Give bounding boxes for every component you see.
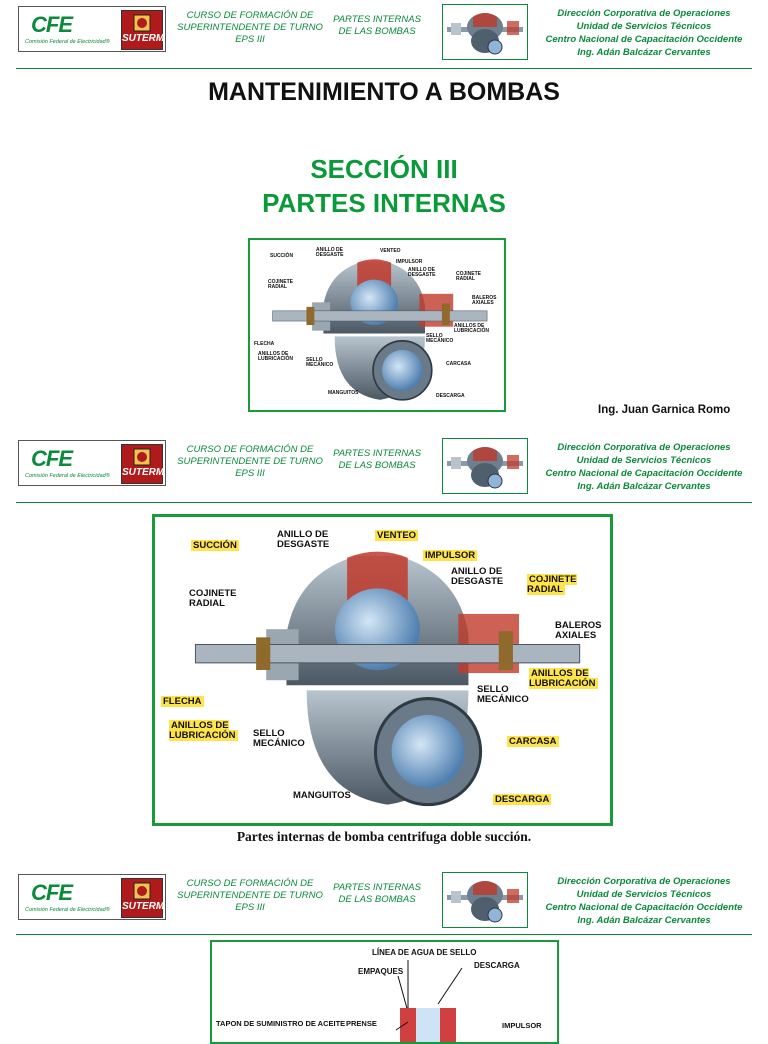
label-carcasa: CARCASA: [446, 361, 471, 367]
header-divider: [16, 68, 752, 69]
label-manguitos: MANGUITOS: [293, 790, 351, 801]
label-manguitos: MANGUITOS: [328, 390, 359, 396]
figure-caption: Partes internas de bomba centrifuga dobl…: [236, 829, 532, 844]
suterm-logo: SUTERM: [121, 10, 165, 50]
header-divider: [16, 934, 752, 935]
cfe-logo-subtitle: Comisión Federal de Electricidad®: [25, 907, 110, 913]
discharge-opening: [382, 349, 423, 391]
label-succion: SUCCIÓN: [270, 253, 294, 259]
cfe-logo: CFE Comisión Federal de Electricidad®: [23, 9, 119, 49]
author: Ing. Juan Garnica Romo: [598, 404, 731, 416]
seal-diagram: LÍNEA DE AGUA DE SELLO EMPAQUES DESCARGA…: [210, 940, 559, 1044]
cfe-logo-text: CFE: [31, 12, 73, 37]
cfe-logo-text: CFE: [31, 446, 73, 471]
suterm-logo-text: SUTERM: [122, 33, 165, 44]
discharge-opening: [391, 714, 465, 789]
label-descarga: DESCARGA: [474, 961, 520, 970]
pump-thumbnail-icon: [443, 873, 527, 927]
section-title: SECCIÓN III PARTES INTERNAS: [262, 154, 506, 218]
cfe-logo: CFE Comisión Federal de Electricidad®: [23, 443, 119, 483]
label-flecha: FLECHA: [254, 341, 275, 347]
label-empaques: EMPAQUES: [358, 967, 404, 976]
label-descarga: DESCARGA: [436, 393, 465, 399]
organization-info: Dirección Corporativa de Operaciones Uni…: [545, 442, 743, 492]
pump-thumbnail: [442, 438, 528, 494]
organization-info: Dirección Corporativa de Operaciones Uni…: [545, 876, 743, 926]
page-header: CFE Comisión Federal de Electricidad® SU…: [0, 868, 768, 928]
page-title: MANTENIMIENTO A BOMBAS: [208, 78, 560, 106]
suterm-logo-text: SUTERM: [122, 901, 165, 912]
label-succion: SUCCIÓN: [191, 540, 239, 551]
topic-title: PARTES INTERNAS DE LAS BOMBAS: [333, 448, 421, 471]
page-header: CFE Comisión Federal de Electricidad® SU…: [0, 0, 768, 60]
course-title: CURSO DE FORMACIÓN DE SUPERINTENDENTE DE…: [177, 878, 323, 913]
label-venteo: VENTEO: [375, 530, 419, 541]
pump-diagram: [250, 240, 504, 410]
pump-thumbnail-icon: [443, 5, 527, 59]
cfe-logo-text: CFE: [31, 880, 73, 905]
topic-title: PARTES INTERNAS DE LAS BOMBAS: [333, 14, 421, 37]
cfe-logo-subtitle: Comisión Federal de Electricidad®: [25, 39, 110, 45]
course-title: CURSO DE FORMACIÓN DE SUPERINTENDENTE DE…: [177, 10, 323, 45]
label-venteo: VENTEO: [380, 248, 401, 254]
suterm-emblem-icon: [133, 448, 151, 466]
suterm-emblem-icon: [133, 14, 151, 32]
logo-box: CFE Comisión Federal de Electricidad® SU…: [18, 874, 166, 920]
label-linea-agua-sello: LÍNEA DE AGUA DE SELLO: [372, 948, 477, 957]
label-flecha: FLECHA: [161, 696, 204, 707]
logo-box: CFE Comisión Federal de Electricidad® SU…: [18, 6, 166, 52]
page-header: CFE Comisión Federal de Electricidad® SU…: [0, 434, 768, 494]
lubrication-ring-right: [498, 631, 513, 670]
label-impulsor: IMPULSOR: [423, 550, 478, 561]
suterm-logo-text: SUTERM: [122, 467, 165, 478]
lubrication-ring-left: [306, 306, 315, 325]
label-impulsor: IMPULSOR: [396, 259, 423, 265]
logo-box: CFE Comisión Federal de Electricidad® SU…: [18, 440, 166, 486]
header-divider: [16, 502, 752, 503]
pump-thumbnail: [442, 4, 528, 60]
shaft: [272, 310, 488, 322]
shaft: [194, 643, 581, 664]
pump-thumbnail: [442, 872, 528, 928]
cfe-logo-subtitle: Comisión Federal de Electricidad®: [25, 473, 110, 479]
label-descarga: DESCARGA: [493, 794, 552, 805]
organization-info: Dirección Corporativa de Operaciones Uni…: [545, 8, 743, 58]
label-impulsor: IMPULSOR: [502, 1021, 542, 1030]
suterm-logo: SUTERM: [121, 878, 165, 918]
course-title: CURSO DE FORMACIÓN DE SUPERINTENDENTE DE…: [177, 444, 323, 479]
lubrication-ring-right: [441, 303, 450, 325]
suterm-emblem-icon: [133, 882, 151, 900]
suterm-logo: SUTERM: [121, 444, 165, 484]
topic-title: PARTES INTERNAS DE LAS BOMBAS: [333, 882, 421, 905]
pump-thumbnail-icon: [443, 439, 527, 493]
cfe-logo: CFE Comisión Federal de Electricidad®: [23, 877, 119, 917]
lubrication-ring-left: [256, 637, 271, 670]
label-carcasa: CARCASA: [507, 736, 559, 747]
